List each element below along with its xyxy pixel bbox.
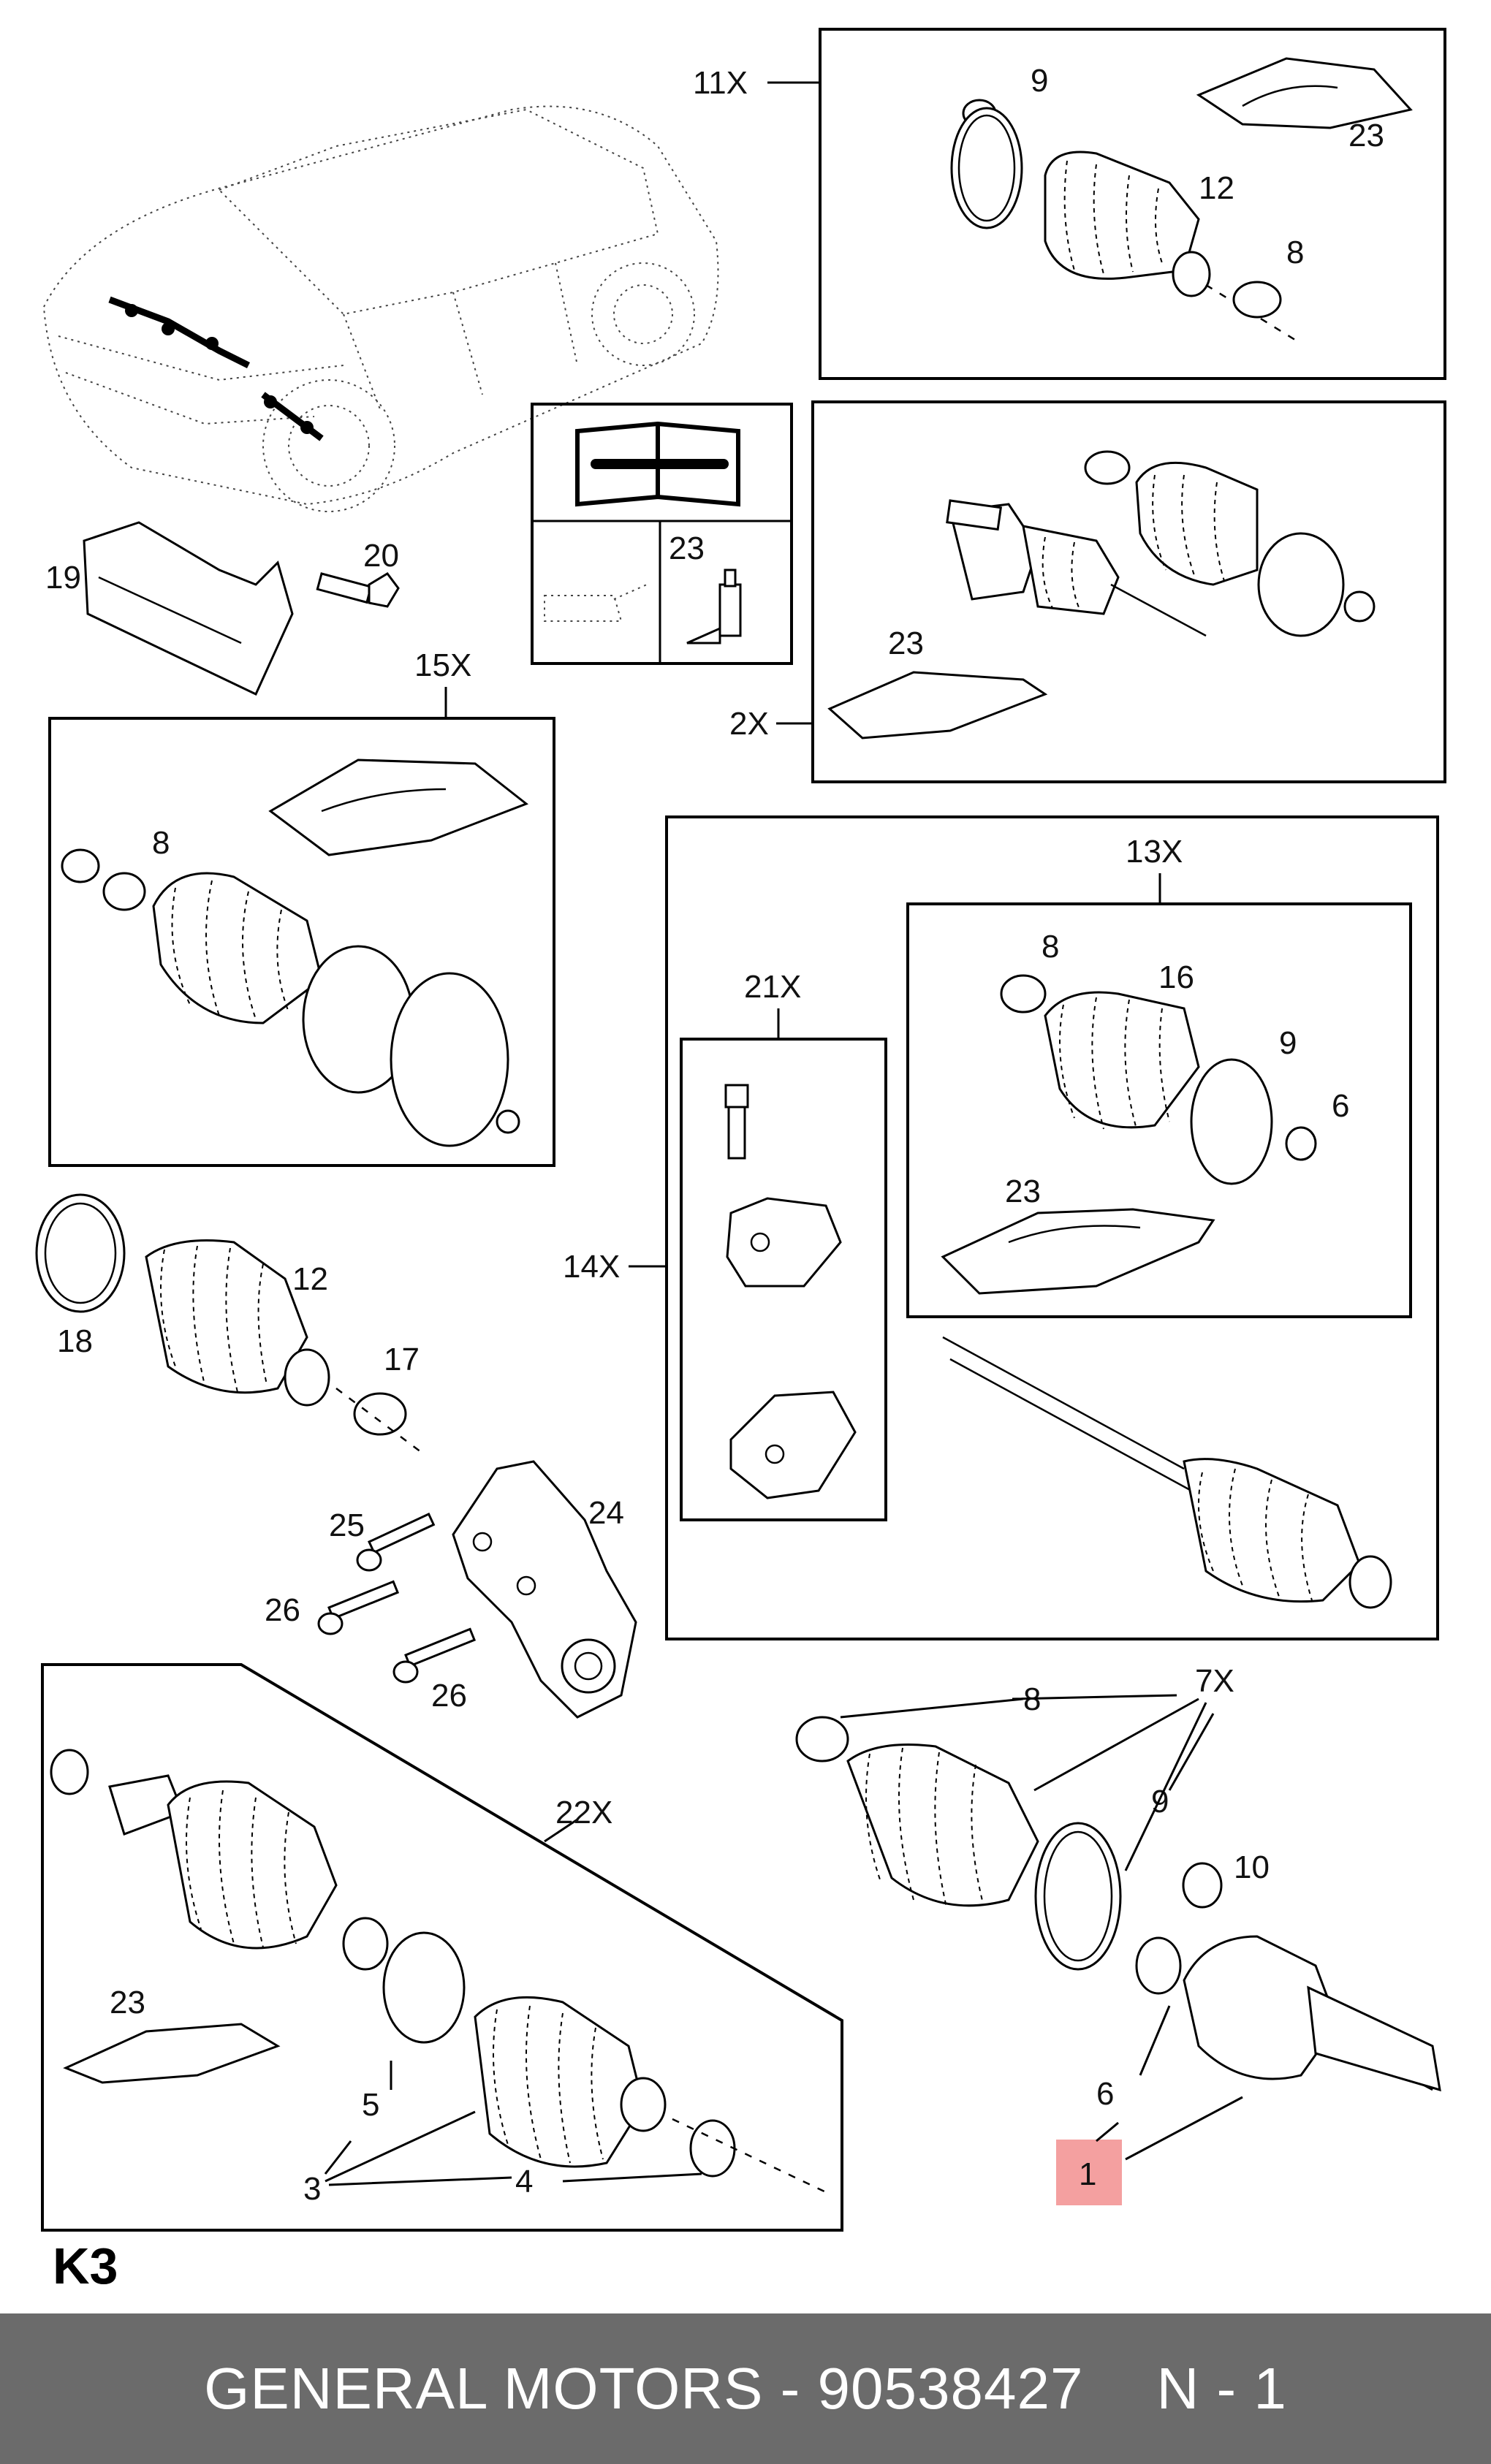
label-12-left: 12 — [292, 1261, 328, 1297]
bolt-part-26-upper — [317, 1580, 400, 1635]
kit-box-21x — [680, 1038, 887, 1521]
kit-box-14x — [665, 815, 1439, 1640]
label-14x: 14X — [563, 1249, 620, 1285]
label-17: 17 — [384, 1342, 420, 1377]
label-9-13x: 9 — [1279, 1025, 1297, 1061]
bolt-part-25 — [356, 1512, 436, 1572]
label-8-15x: 8 — [152, 825, 170, 861]
label-9-7x: 9 — [1151, 1784, 1169, 1820]
label-5: 5 — [362, 2087, 379, 2123]
bracket-part-24 — [452, 1460, 637, 1719]
kit-box-2x — [811, 400, 1446, 783]
kit-box-22x — [41, 1663, 843, 2232]
label-26-lower: 26 — [431, 1678, 467, 1714]
outer-joint-kit-15x-parts — [61, 758, 529, 1147]
label-11x: 11X — [693, 65, 748, 101]
service-manual-box — [531, 403, 793, 665]
label-6-7x: 6 — [1096, 2076, 1114, 2112]
label-13x: 13X — [1126, 834, 1183, 870]
bolt-part-26-lower — [392, 1627, 477, 1684]
label-3: 3 — [303, 2171, 321, 2207]
label-18: 18 — [57, 1323, 93, 1359]
car-outline-illustration — [42, 105, 719, 512]
label-19: 19 — [45, 560, 81, 596]
label-2x: 2X — [729, 706, 769, 742]
footer-bar: GENERAL MOTORS - 90538427 N - 1 — [0, 2313, 1491, 2464]
label-20: 20 — [363, 538, 399, 574]
label-22x: 22X — [555, 1795, 612, 1830]
label-6-13x: 6 — [1332, 1088, 1349, 1124]
label-23-lube: 23 — [669, 531, 705, 566]
footer-separator: - — [763, 2356, 818, 2421]
exploded-parts-diagram: 11X 9 23 12 8 23 19 20 — [35, 28, 1446, 2294]
label-24: 24 — [588, 1495, 624, 1531]
oil-can-icon — [544, 584, 648, 622]
label-15x: 15X — [414, 647, 471, 683]
footer-quantity: N - 1 — [1156, 2356, 1287, 2421]
label-12-11x: 12 — [1199, 170, 1234, 206]
driveshaft-assembly-14x — [942, 1336, 1392, 1609]
cv-joint-parts-7x-1 — [795, 1716, 1441, 2092]
label-23-11x: 23 — [1348, 118, 1384, 153]
kit-box-15x — [48, 717, 555, 1167]
label-21x: 21X — [744, 969, 801, 1005]
label-1: 1 — [1079, 2156, 1096, 2192]
book-wrench-icon — [575, 421, 740, 507]
inner-joint-kit-2x-parts — [827, 450, 1376, 739]
clamp-bracket-kit-21x-parts — [724, 1084, 857, 1499]
heat-shield-part-19 — [83, 521, 294, 696]
footer-brand: GENERAL MOTORS — [204, 2356, 764, 2421]
label-26-upper: 26 — [265, 1592, 300, 1628]
label-23-13x: 23 — [1005, 1174, 1041, 1209]
boot-part-12-18-17 — [35, 1193, 425, 1455]
label-7x: 7X — [1195, 1663, 1234, 1699]
label-9-11x: 9 — [1031, 63, 1048, 99]
page-code: K3 — [53, 2237, 118, 2294]
label-23-2x: 23 — [888, 625, 924, 661]
label-8-11x: 8 — [1286, 235, 1304, 270]
bolt-part-20 — [316, 572, 400, 608]
label-16: 16 — [1158, 959, 1194, 995]
boot-kit-13x-parts — [941, 974, 1317, 1295]
label-23-22x: 23 — [110, 1985, 145, 2020]
kit-box-11x — [819, 28, 1446, 380]
highlighted-part-badge — [1056, 2140, 1122, 2205]
lubricant-bottle-icon — [686, 569, 742, 644]
footer-part-number: 90538427 — [817, 2356, 1084, 2421]
label-8-13x: 8 — [1042, 929, 1059, 965]
label-4: 4 — [515, 2164, 533, 2199]
label-25: 25 — [329, 1507, 365, 1543]
label-10: 10 — [1234, 1849, 1270, 1885]
joint-boot-kit-22x-parts — [50, 1749, 827, 2194]
boot-kit-11x-parts — [950, 57, 1413, 345]
